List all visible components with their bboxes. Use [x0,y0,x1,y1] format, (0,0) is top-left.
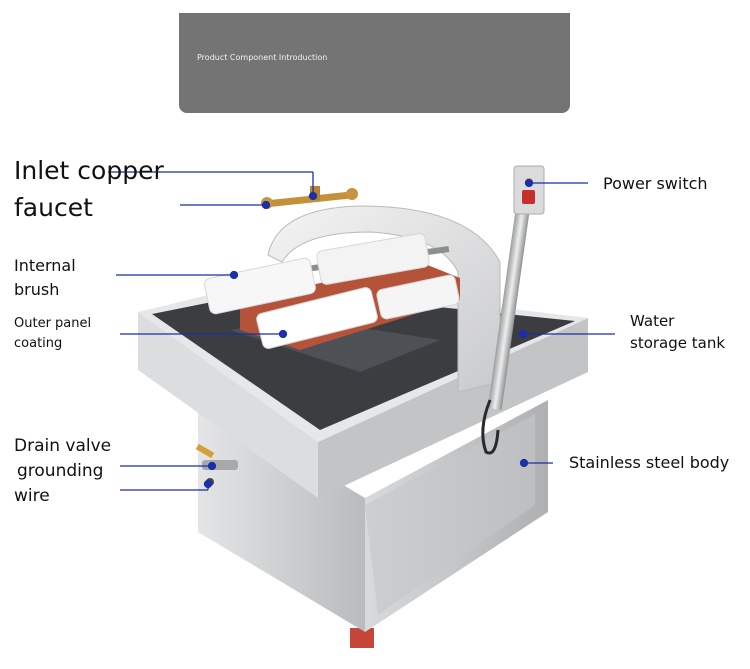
label-tank-line1: Water [630,312,675,330]
leader-dot-drain [207,461,217,471]
power-switch-button [522,190,535,204]
label-brush-line2: brush [14,280,60,299]
cable-loop [481,399,500,455]
leader-dot-outer-panel [278,329,288,339]
label-inlet-copper-faucet: Inlet copper faucet [14,152,164,226]
cabinet-left-face [198,398,365,632]
leader-dot-inlet-1 [308,191,318,201]
label-drain-line3: wire [14,486,50,506]
label-power-switch: Power switch [603,174,708,193]
cabinet-front-panel [365,414,535,615]
leader-dot-brush [229,270,239,280]
tray-left-face [138,312,318,498]
control-pole [487,199,531,410]
label-brush-line1: Internal [14,256,76,275]
label-outer-panel-coating: Outer panel coating [14,314,91,354]
tray-right-face [318,318,588,498]
banner-title: Product Component Introduction [197,53,328,62]
label-internal-brush: Internal brush [14,254,76,302]
label-inlet-line2: faucet [14,193,93,222]
internal-brush-upper [204,233,430,315]
label-water-storage-tank: Water storage tank [630,310,725,354]
leader-dot-body [519,458,529,468]
label-outer-line1: Outer panel [14,316,92,331]
label-drain-valve-grounding-wire: Drain valve grounding wire [14,434,111,509]
leader-dot-power [524,178,534,188]
leg-front [350,628,374,648]
header-banner: Product Component Introduction [179,13,570,113]
label-stainless-steel-body: Stainless steel body [569,453,730,472]
leader-dot-tank [518,329,528,339]
label-drain-line1: Drain valve [14,436,112,456]
leader-dot-inlet-2 [261,200,271,210]
label-tank-line2: storage tank [630,334,726,352]
label-drain-line2: grounding [17,461,104,481]
label-inlet-line1: Inlet copper [14,156,164,185]
label-outer-line2: coating [14,336,63,351]
